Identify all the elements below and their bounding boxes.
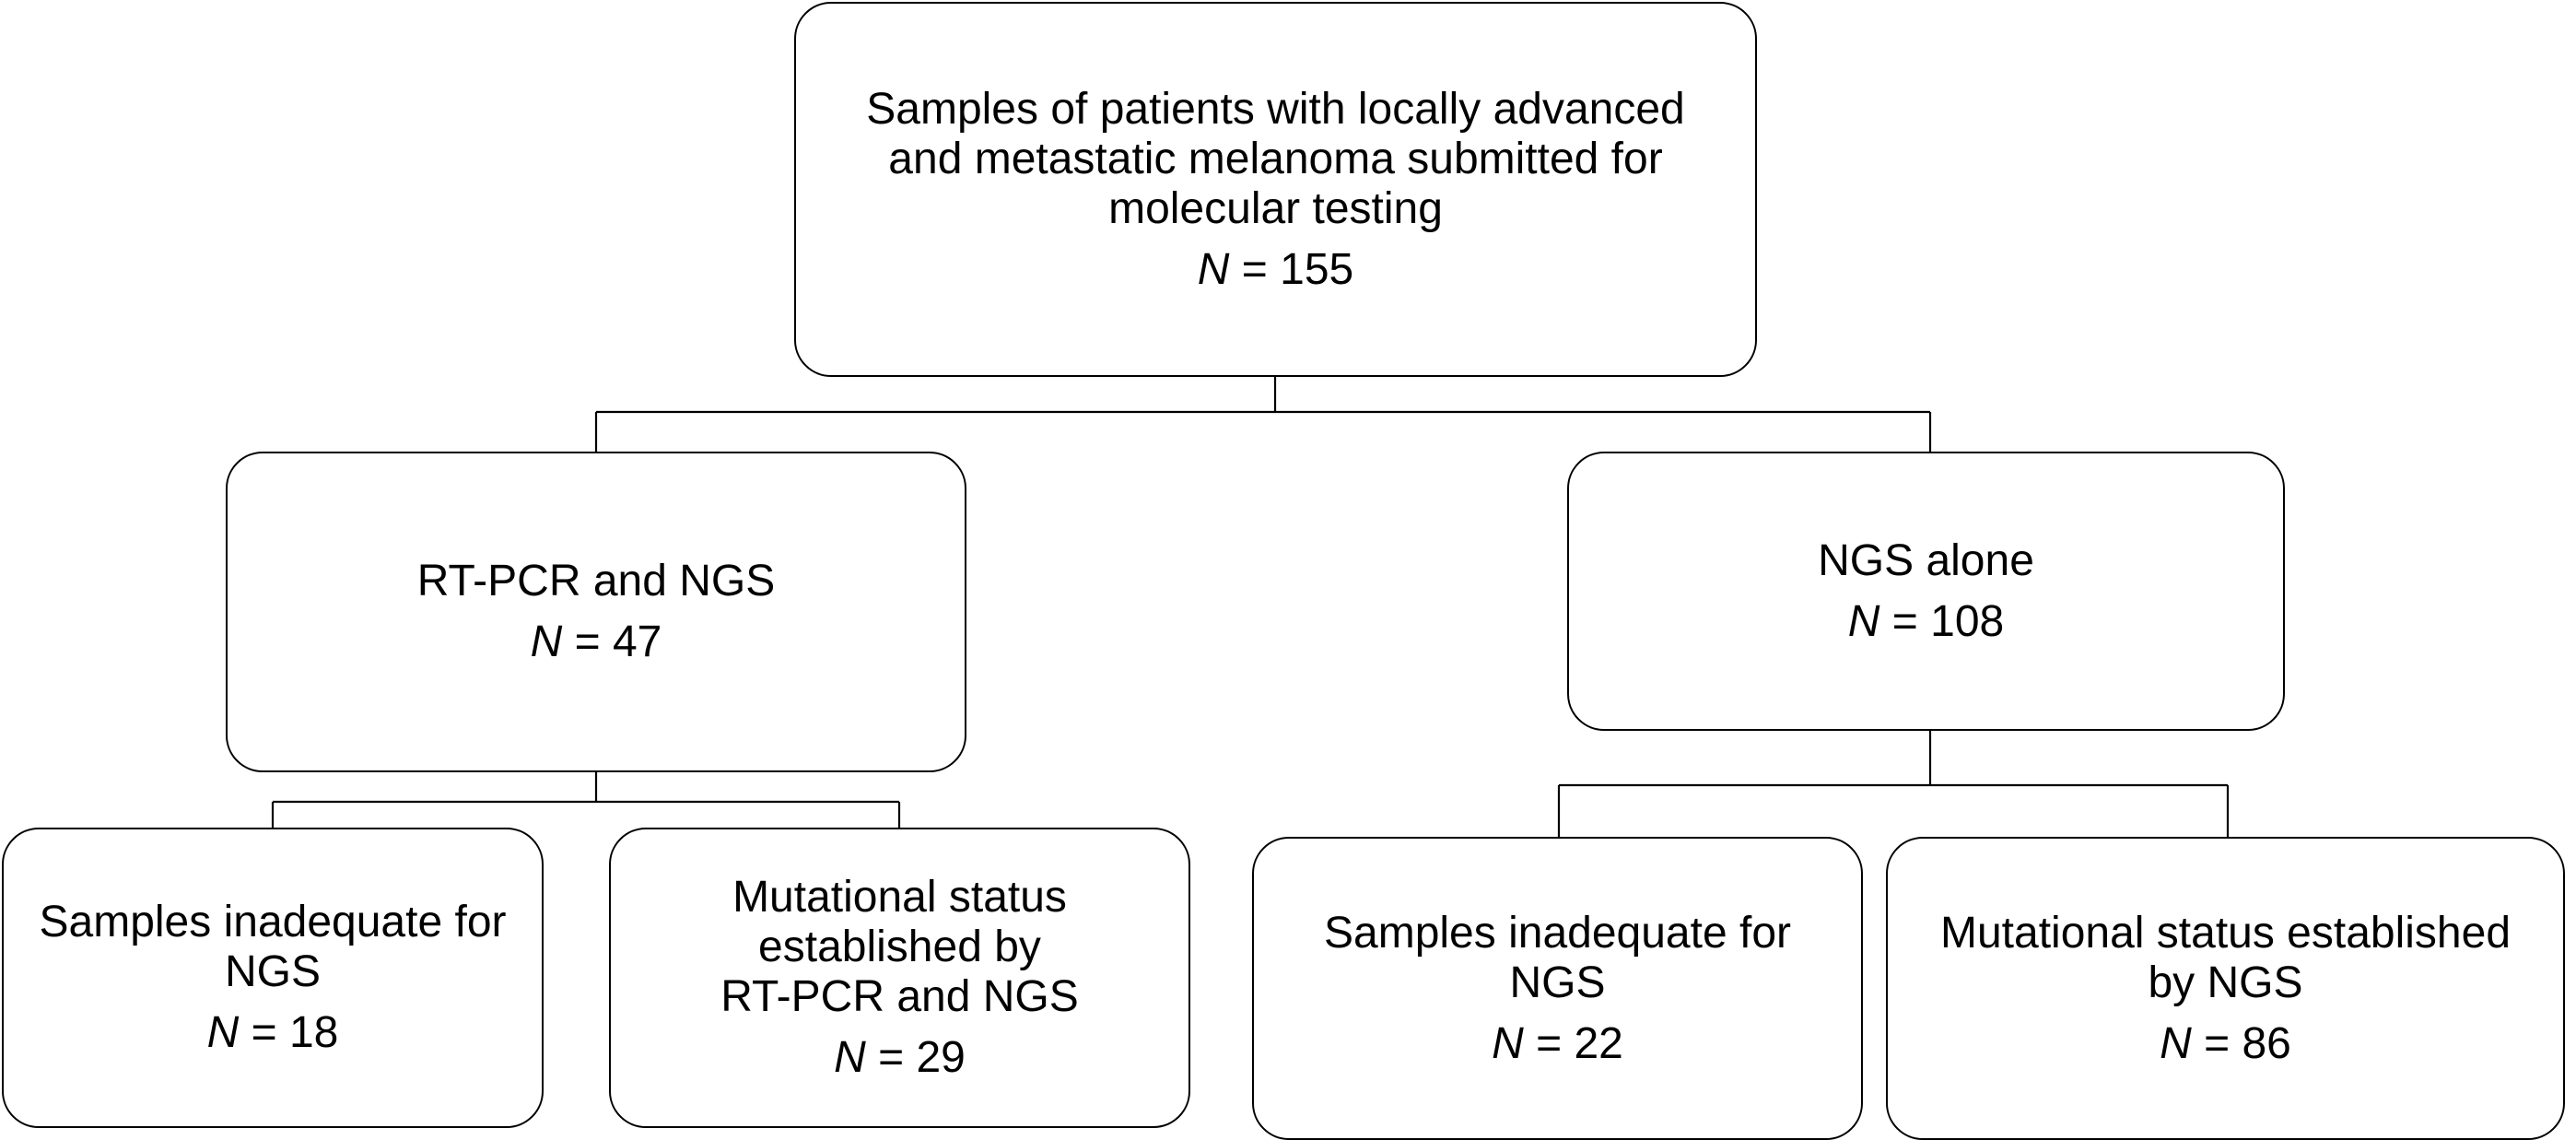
rtpcr-established-box: Mutational status established by RT-PCR … xyxy=(609,828,1190,1128)
rtpcr-ngs-label: RT-PCR and NGS xyxy=(416,557,776,605)
ngs-established-label: Mutational status established by NGS xyxy=(1939,908,2512,1007)
root-box: Samples of patients with locally advance… xyxy=(794,2,1757,377)
rtpcr-established-n-symbol: N xyxy=(834,1033,866,1082)
rtpcr-inadequate-label: Samples inadequate for NGS xyxy=(39,898,507,996)
rtpcr-inadequate-count: N = 18 xyxy=(207,1008,339,1058)
ngs-established-n-symbol: N xyxy=(2160,1018,2192,1068)
rtpcr-ngs-box: RT-PCR and NGS N = 47 xyxy=(226,452,966,772)
root-label: Samples of patients with locally advance… xyxy=(866,84,1685,233)
rtpcr-established-label: Mutational status established by RT-PCR … xyxy=(720,873,1079,1021)
ngs-established-count: N = 86 xyxy=(2160,1019,2291,1069)
rtpcr-ngs-count: N = 47 xyxy=(531,617,662,667)
ngs-alone-n-value: = 108 xyxy=(1879,596,2005,646)
ngs-inadequate-count: N = 22 xyxy=(1492,1019,1623,1069)
rtpcr-established-count: N = 29 xyxy=(834,1033,966,1083)
rtpcr-inadequate-n-symbol: N xyxy=(206,1008,240,1057)
root-count: N = 155 xyxy=(1198,245,1353,295)
ngs-inadequate-label: Samples inadequate for NGS xyxy=(1324,908,1791,1007)
ngs-inadequate-box: Samples inadequate for NGS N = 22 xyxy=(1252,837,1863,1140)
ngs-alone-label: NGS alone xyxy=(1818,535,2034,585)
ngs-inadequate-n-symbol: N xyxy=(1492,1018,1524,1068)
rtpcr-inadequate-box: Samples inadequate for NGS N = 18 xyxy=(2,828,544,1128)
rtpcr-ngs-n-value: = 47 xyxy=(562,617,662,666)
ngs-alone-n-symbol: N xyxy=(1847,596,1880,646)
ngs-established-n-value: = 86 xyxy=(2191,1018,2291,1068)
root-n-value: = 155 xyxy=(1229,244,1354,294)
rtpcr-inadequate-n-value: = 18 xyxy=(239,1008,339,1057)
root-n-symbol: N xyxy=(1197,244,1230,294)
ngs-alone-count: N = 108 xyxy=(1848,597,2004,647)
ngs-alone-box: NGS alone N = 108 xyxy=(1567,452,2285,731)
rtpcr-established-n-value: = 29 xyxy=(865,1033,966,1082)
ngs-established-box: Mutational status established by NGS N =… xyxy=(1886,837,2565,1140)
rtpcr-ngs-n-symbol: N xyxy=(530,617,563,666)
ngs-inadequate-n-value: = 22 xyxy=(1523,1018,1623,1068)
